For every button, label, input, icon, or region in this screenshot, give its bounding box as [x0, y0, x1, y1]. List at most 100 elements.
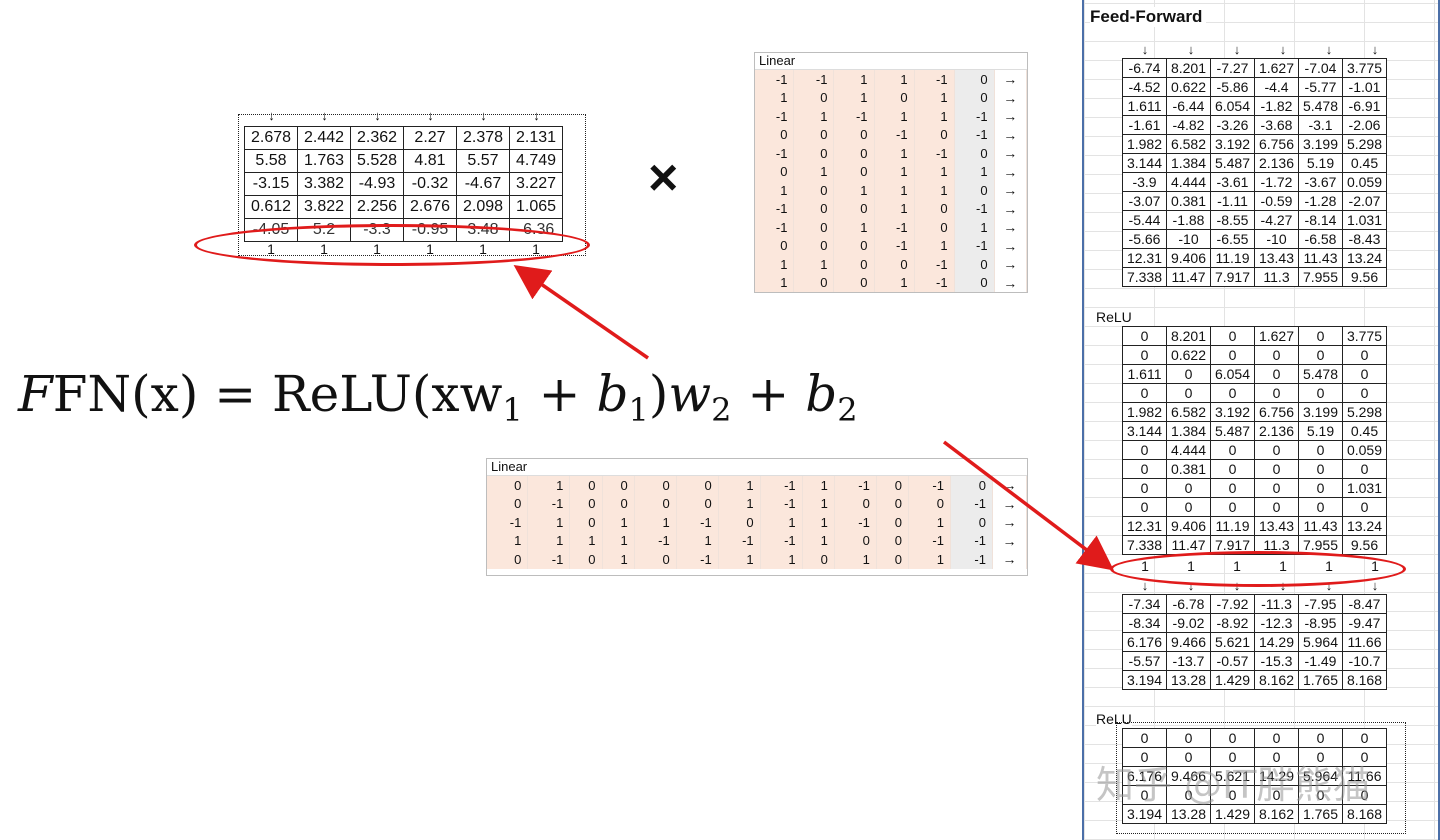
matrix-cell: -3.1 — [1298, 115, 1343, 135]
matrix-cell: 0 — [1254, 459, 1299, 479]
down-arrow-icon: ↓ — [1233, 42, 1241, 57]
bias-cell: -1 — [954, 236, 995, 255]
weight-cell: 0 — [793, 88, 835, 107]
matrix-cell: 13.24 — [1342, 516, 1387, 536]
down-arrow-icon: ↓ — [1279, 42, 1287, 57]
weight-cell: 1 — [914, 162, 955, 181]
matrix-cell: 3.144 — [1122, 421, 1167, 441]
right-arrow-icon: → — [994, 70, 1028, 89]
bias-cell: -1 — [954, 199, 995, 218]
matrix-cell: 1.031 — [1342, 478, 1387, 498]
weight-cell: 0 — [676, 494, 719, 513]
weight-cell: 0 — [876, 531, 910, 550]
weight-cell: 1 — [908, 513, 951, 532]
matrix-cell: 0 — [1298, 459, 1343, 479]
weight-cell: -1 — [914, 70, 955, 89]
matrix-cell: 0 — [1342, 747, 1387, 767]
matrix-cell: 2.676 — [403, 195, 457, 219]
matrix-cell: 9.406 — [1166, 248, 1211, 268]
weight-cell: -1 — [527, 550, 571, 569]
weight-cell: -1 — [834, 476, 877, 495]
matrix-cell: 1.982 — [1122, 134, 1167, 154]
weight-cell: -1 — [760, 531, 803, 550]
matrix-cell: -4.52 — [1122, 77, 1167, 97]
matrix-cell: 11.19 — [1210, 516, 1255, 536]
weight-cell: 1 — [802, 476, 835, 495]
weight-cell: 1 — [676, 531, 719, 550]
matrix-cell: 14.29 — [1254, 632, 1299, 652]
matrix-cell: 6.054 — [1210, 364, 1255, 384]
matrix-cell: 8.162 — [1254, 670, 1299, 690]
weight-cell: 1 — [833, 218, 875, 237]
weight-cell: 1 — [793, 107, 835, 126]
weight-cell: 0 — [876, 494, 910, 513]
weight-cell: 0 — [833, 255, 875, 274]
multiply-symbol: × — [648, 149, 679, 207]
weight-cell: 1 — [874, 162, 915, 181]
matrix-cell: 8.168 — [1342, 804, 1387, 824]
matrix-cell: -9.02 — [1166, 613, 1211, 633]
bias-cell: -1 — [950, 550, 993, 569]
weight-cell: 1 — [833, 88, 875, 107]
weight-cell: -1 — [755, 107, 795, 126]
matrix-cell: -0.32 — [403, 172, 457, 196]
matrix-cell: -1.11 — [1210, 191, 1255, 211]
matrix-cell: -3.26 — [1210, 115, 1255, 135]
matrix-cell: -8.95 — [1298, 613, 1343, 633]
matrix-cell: -8.34 — [1122, 613, 1167, 633]
formula-sub: 1 — [502, 391, 523, 429]
matrix-cell: 0 — [1254, 497, 1299, 517]
weight-cell: 0 — [834, 531, 877, 550]
matrix-cell: 0 — [1122, 326, 1167, 346]
matrix-cell: 0 — [1254, 478, 1299, 498]
down-arrow-icon: ↓ — [1371, 578, 1379, 593]
matrix-cell: -1.72 — [1254, 172, 1299, 192]
matrix-cell: 0.612 — [244, 195, 298, 219]
matrix-cell: 5.19 — [1298, 421, 1343, 441]
bias-cell: 0 — [954, 88, 995, 107]
matrix-cell: 1.627 — [1254, 326, 1299, 346]
matrix-cell: 0 — [1210, 728, 1255, 748]
matrix-row: -8.34-9.02-8.92-12.3-8.95-9.47 — [1122, 613, 1387, 633]
weight-cell: -1 — [908, 531, 951, 550]
weight-cell: 0 — [793, 273, 835, 292]
matrix-cell: 3.227 — [509, 172, 563, 196]
weight-cell: 0 — [833, 144, 875, 163]
matrix-cell: 14.29 — [1254, 766, 1299, 786]
matrix-cell: 0.622 — [1166, 345, 1211, 365]
matrix-cell: 1.384 — [1166, 153, 1211, 173]
matrix-cell: 3.194 — [1122, 804, 1167, 824]
matrix-cell: -4.27 — [1254, 210, 1299, 230]
matrix-cell: 7.917 — [1210, 267, 1255, 287]
weight-cell: 1 — [718, 550, 761, 569]
weight-cell: -1 — [874, 125, 915, 144]
down-arrow-icon: ↓ — [1187, 42, 1195, 57]
weight-cell: 1 — [802, 494, 835, 513]
matrix-cell: 2.098 — [456, 195, 510, 219]
matrix-cell: -6.74 — [1122, 58, 1167, 78]
weight-cell: 1 — [914, 88, 955, 107]
bias-cell: -1 — [950, 494, 993, 513]
down-arrow-icon: ↓ — [427, 108, 434, 123]
down-arrow-icon: ↓ — [1371, 42, 1379, 57]
matrix-cell: -7.34 — [1122, 594, 1167, 614]
matrix-cell: -1.01 — [1342, 77, 1387, 97]
matrix-cell: 1.384 — [1166, 421, 1211, 441]
bias-cell: 1 — [954, 162, 995, 181]
weight-cell: -1 — [760, 476, 803, 495]
